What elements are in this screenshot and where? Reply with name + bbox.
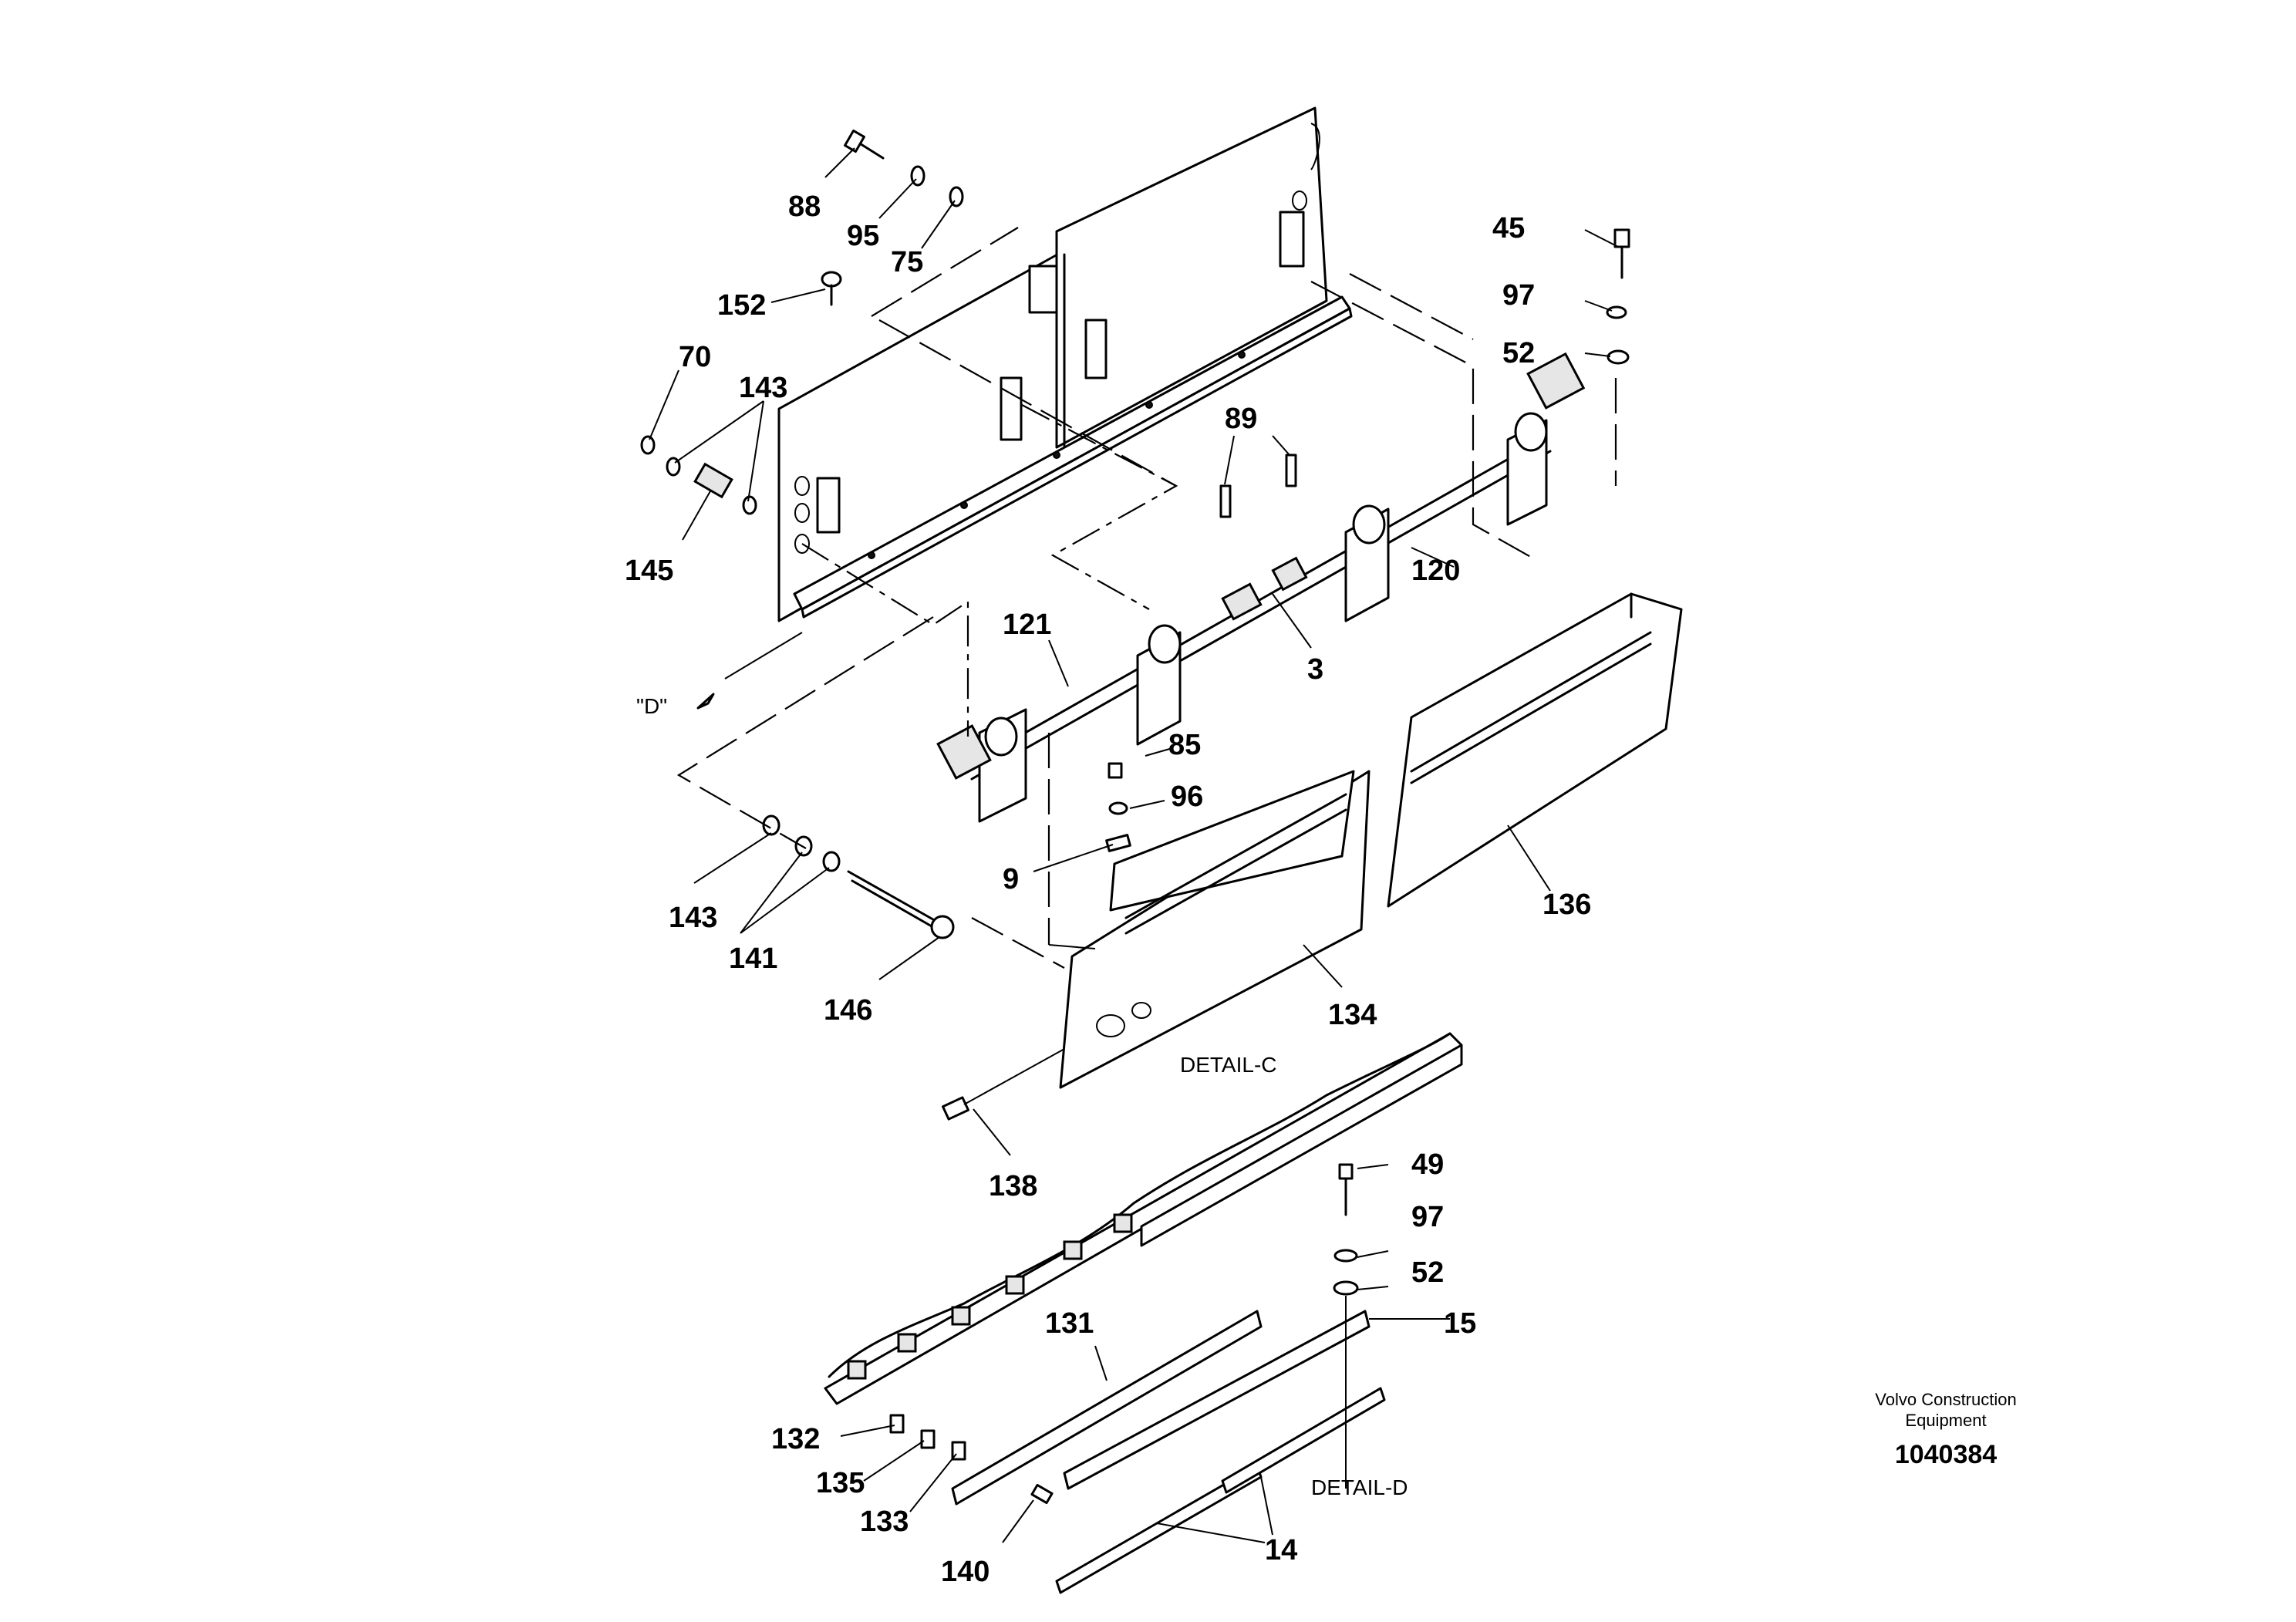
callout-97: 97 <box>1502 279 1535 312</box>
callout-131: 131 <box>1045 1307 1094 1340</box>
callout-75: 75 <box>891 246 923 278</box>
callout-labels: 88 95 75 152 70 143 145 45 97 52 89 120 … <box>625 191 1591 1588</box>
callout-121: 121 <box>1003 609 1051 641</box>
callout-85: 85 <box>1168 729 1201 761</box>
view-d-label: "D" <box>636 694 667 718</box>
callout-136: 136 <box>1542 889 1591 921</box>
detail-c-panel <box>1059 770 1371 1089</box>
callout-96: 96 <box>1171 781 1203 813</box>
callout-140: 140 <box>941 1556 990 1588</box>
callout-70: 70 <box>679 341 711 373</box>
callout-135: 135 <box>816 1467 865 1499</box>
shaft-assembly <box>936 352 1586 823</box>
callout-152: 152 <box>717 289 766 322</box>
callout-141: 141 <box>729 943 777 975</box>
detail-d-assembly <box>824 1032 1463 1594</box>
brand-block: Volvo Construction Equipment 1040384 <box>1875 1390 2016 1469</box>
callout-95: 95 <box>847 220 879 252</box>
callout-120: 120 <box>1411 555 1460 587</box>
callout-52b: 52 <box>1411 1256 1444 1289</box>
back-panel-assembly <box>777 106 1353 622</box>
callout-132: 132 <box>771 1423 820 1455</box>
callout-14: 14 <box>1265 1534 1297 1566</box>
callout-133: 133 <box>860 1506 909 1538</box>
callout-145: 145 <box>625 555 673 587</box>
leader-lines <box>649 147 1619 1543</box>
callout-143b: 143 <box>669 902 717 934</box>
detail-c-label: DETAIL-C <box>1180 1053 1277 1077</box>
detail-d-label: DETAIL-D <box>1311 1475 1408 1499</box>
brand-line-1: Volvo Construction <box>1875 1390 2016 1409</box>
callout-45: 45 <box>1492 212 1525 244</box>
callout-49: 49 <box>1411 1148 1444 1181</box>
brand-line-2: Equipment <box>1905 1411 1986 1430</box>
callout-143: 143 <box>739 372 787 404</box>
side-panel <box>1387 592 1683 908</box>
callout-134: 134 <box>1328 999 1377 1031</box>
fasteners <box>640 129 1630 1505</box>
callout-3: 3 <box>1307 653 1323 686</box>
callout-15: 15 <box>1444 1307 1476 1340</box>
callout-52: 52 <box>1502 337 1535 369</box>
callout-88: 88 <box>788 191 821 223</box>
alignment-lines <box>676 227 1617 1489</box>
callout-89: 89 <box>1225 403 1257 435</box>
callout-138: 138 <box>989 1170 1037 1202</box>
callout-146: 146 <box>824 994 872 1027</box>
callout-9: 9 <box>1003 863 1019 895</box>
captions: "D" DETAIL-C DETAIL-D <box>636 694 1408 1499</box>
callout-97b: 97 <box>1411 1201 1444 1233</box>
drawing-reference-number: 1040384 <box>1895 1440 1997 1469</box>
